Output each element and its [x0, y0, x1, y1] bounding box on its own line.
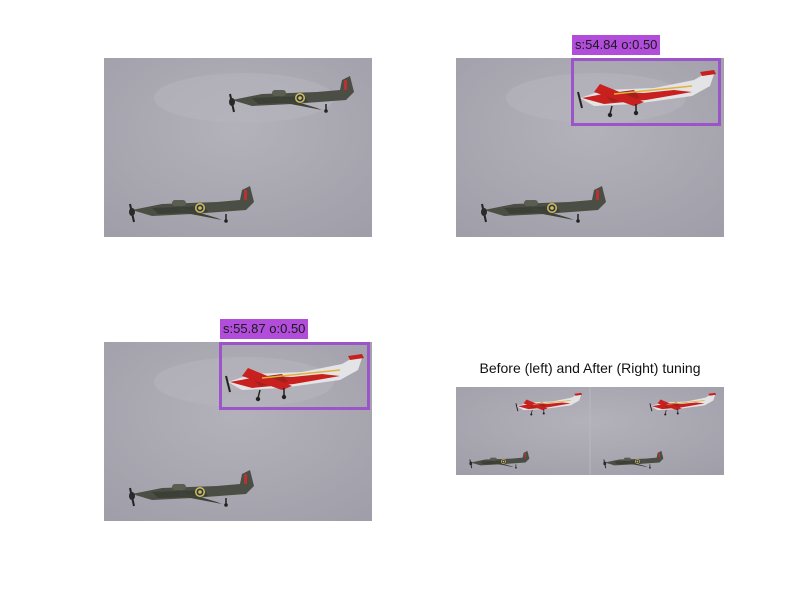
image-panel-original [104, 58, 372, 237]
detection-box-b [219, 342, 370, 410]
detection-score-label-b: s:55.87 o:0.50 [220, 319, 309, 339]
comparison-photo [456, 387, 724, 475]
detection-box-a [571, 58, 721, 126]
comparison-title: Before (left) and After (Right) tuning [479, 360, 701, 376]
aircraft-photo [104, 58, 372, 237]
aircraft-photo [456, 58, 724, 237]
detection-score-label-a: s:54.84 o:0.50 [572, 35, 661, 55]
image-panel-comparison [456, 387, 724, 475]
aircraft-photo [104, 342, 372, 521]
image-panel-detection-a [456, 58, 724, 237]
image-panel-detection-b [104, 342, 372, 521]
